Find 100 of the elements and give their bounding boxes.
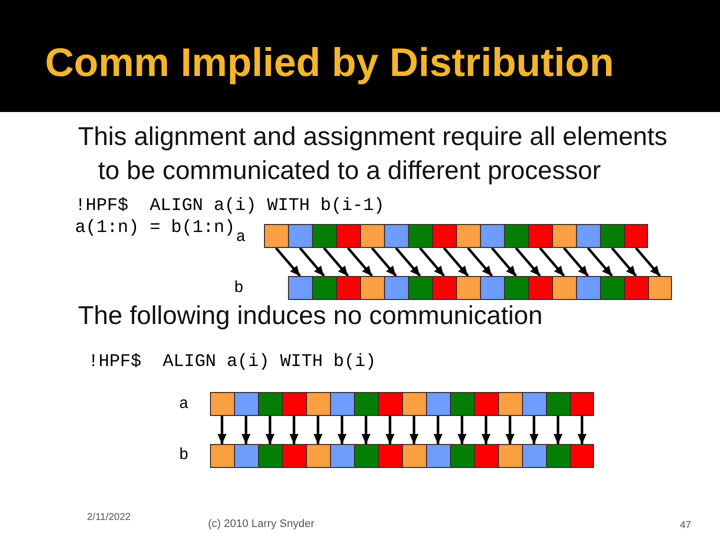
arrow bbox=[539, 247, 565, 277]
array-cell bbox=[336, 224, 360, 248]
array-cell bbox=[480, 276, 504, 300]
array-cell bbox=[264, 224, 288, 248]
array-cell bbox=[552, 276, 576, 300]
page-number: 47 bbox=[680, 519, 692, 533]
arrow bbox=[635, 247, 661, 277]
array-cell bbox=[624, 276, 648, 300]
arrow bbox=[218, 416, 226, 444]
arrow bbox=[563, 247, 589, 277]
arrow bbox=[515, 247, 541, 277]
array-cell bbox=[384, 224, 408, 248]
heading-text: The following induces no communication bbox=[78, 301, 543, 332]
arrow bbox=[578, 416, 586, 444]
arrow bbox=[419, 247, 445, 277]
array-cell bbox=[600, 224, 624, 248]
array-cell bbox=[480, 224, 504, 248]
code-line: !HPF$ ALIGN a(i) WITH b(i) bbox=[88, 351, 376, 373]
arrow bbox=[467, 247, 493, 277]
array-cell bbox=[288, 224, 312, 248]
array-cell bbox=[378, 392, 402, 416]
array-cell bbox=[336, 276, 360, 300]
array-cell bbox=[378, 444, 402, 468]
arrow bbox=[443, 247, 469, 277]
array-cell bbox=[384, 276, 408, 300]
array-cell bbox=[360, 224, 384, 248]
array-cell bbox=[576, 224, 600, 248]
array-cell bbox=[546, 392, 570, 416]
arrow bbox=[491, 247, 517, 277]
array-cell bbox=[528, 276, 552, 300]
array-cell bbox=[258, 444, 282, 468]
array-cell bbox=[408, 276, 432, 300]
arrow bbox=[242, 416, 250, 444]
array-cell bbox=[498, 444, 522, 468]
array-cell bbox=[234, 444, 258, 468]
array-label: a bbox=[179, 394, 189, 414]
code-line: !HPF$ ALIGN a(i) WITH b(i-1) bbox=[75, 195, 384, 217]
arrow bbox=[587, 247, 613, 277]
array-cell bbox=[282, 392, 306, 416]
array-cell bbox=[456, 224, 480, 248]
array-cell bbox=[330, 444, 354, 468]
array-cell bbox=[570, 392, 594, 416]
arrow bbox=[371, 247, 397, 277]
array-cell bbox=[504, 276, 528, 300]
array-cell bbox=[402, 444, 426, 468]
array-cell bbox=[306, 392, 330, 416]
code-line: a(1:n) = b(1:n) bbox=[75, 217, 236, 239]
slide-title: Comm Implied by Distribution bbox=[45, 40, 614, 87]
array-cell bbox=[552, 224, 576, 248]
arrow bbox=[347, 247, 373, 277]
array-cell bbox=[522, 392, 546, 416]
array-cell bbox=[546, 444, 570, 468]
array-cell bbox=[432, 224, 456, 248]
arrow bbox=[362, 416, 370, 444]
date-text: 2/11/2022 bbox=[87, 511, 131, 525]
arrow bbox=[611, 247, 637, 277]
arrow bbox=[458, 416, 466, 444]
array-cell bbox=[474, 444, 498, 468]
array-cell bbox=[234, 392, 258, 416]
array-cell bbox=[210, 444, 234, 468]
copyright-text: (c) 2010 Larry Snyder bbox=[208, 517, 314, 531]
array-label: b bbox=[234, 278, 244, 298]
arrow bbox=[299, 247, 325, 277]
array-cell bbox=[210, 392, 234, 416]
array-cell bbox=[576, 276, 600, 300]
array-cell bbox=[498, 392, 522, 416]
array-cell bbox=[528, 224, 552, 248]
array-cell bbox=[288, 276, 312, 300]
array-cell bbox=[570, 444, 594, 468]
array-label: b bbox=[179, 445, 189, 465]
array-cell bbox=[450, 392, 474, 416]
array-cell bbox=[426, 392, 450, 416]
array-cell bbox=[312, 224, 336, 248]
arrow bbox=[482, 416, 490, 444]
bullet-text: This alignment and assignment require all elements to be communicated to a different processor bbox=[78, 122, 668, 187]
arrow bbox=[434, 416, 442, 444]
arrow bbox=[410, 416, 418, 444]
array-cell bbox=[354, 444, 378, 468]
array-cell bbox=[408, 224, 432, 248]
array-cell bbox=[354, 392, 378, 416]
arrow bbox=[530, 416, 538, 444]
array-cell bbox=[522, 444, 546, 468]
array-cell bbox=[504, 224, 528, 248]
array-cell bbox=[450, 444, 474, 468]
arrow bbox=[275, 247, 301, 277]
array-cell bbox=[648, 276, 672, 300]
arrow bbox=[386, 416, 394, 444]
array-cell bbox=[432, 276, 456, 300]
array-label: a bbox=[236, 227, 246, 247]
arrow bbox=[395, 247, 421, 277]
array-cell bbox=[312, 276, 336, 300]
array-cell bbox=[360, 276, 384, 300]
array-cell bbox=[282, 444, 306, 468]
arrow bbox=[266, 416, 274, 444]
arrow bbox=[506, 416, 514, 444]
array-cell bbox=[474, 392, 498, 416]
arrow bbox=[323, 247, 349, 277]
array-cell bbox=[306, 444, 330, 468]
arrow bbox=[554, 416, 562, 444]
array-cell bbox=[330, 392, 354, 416]
